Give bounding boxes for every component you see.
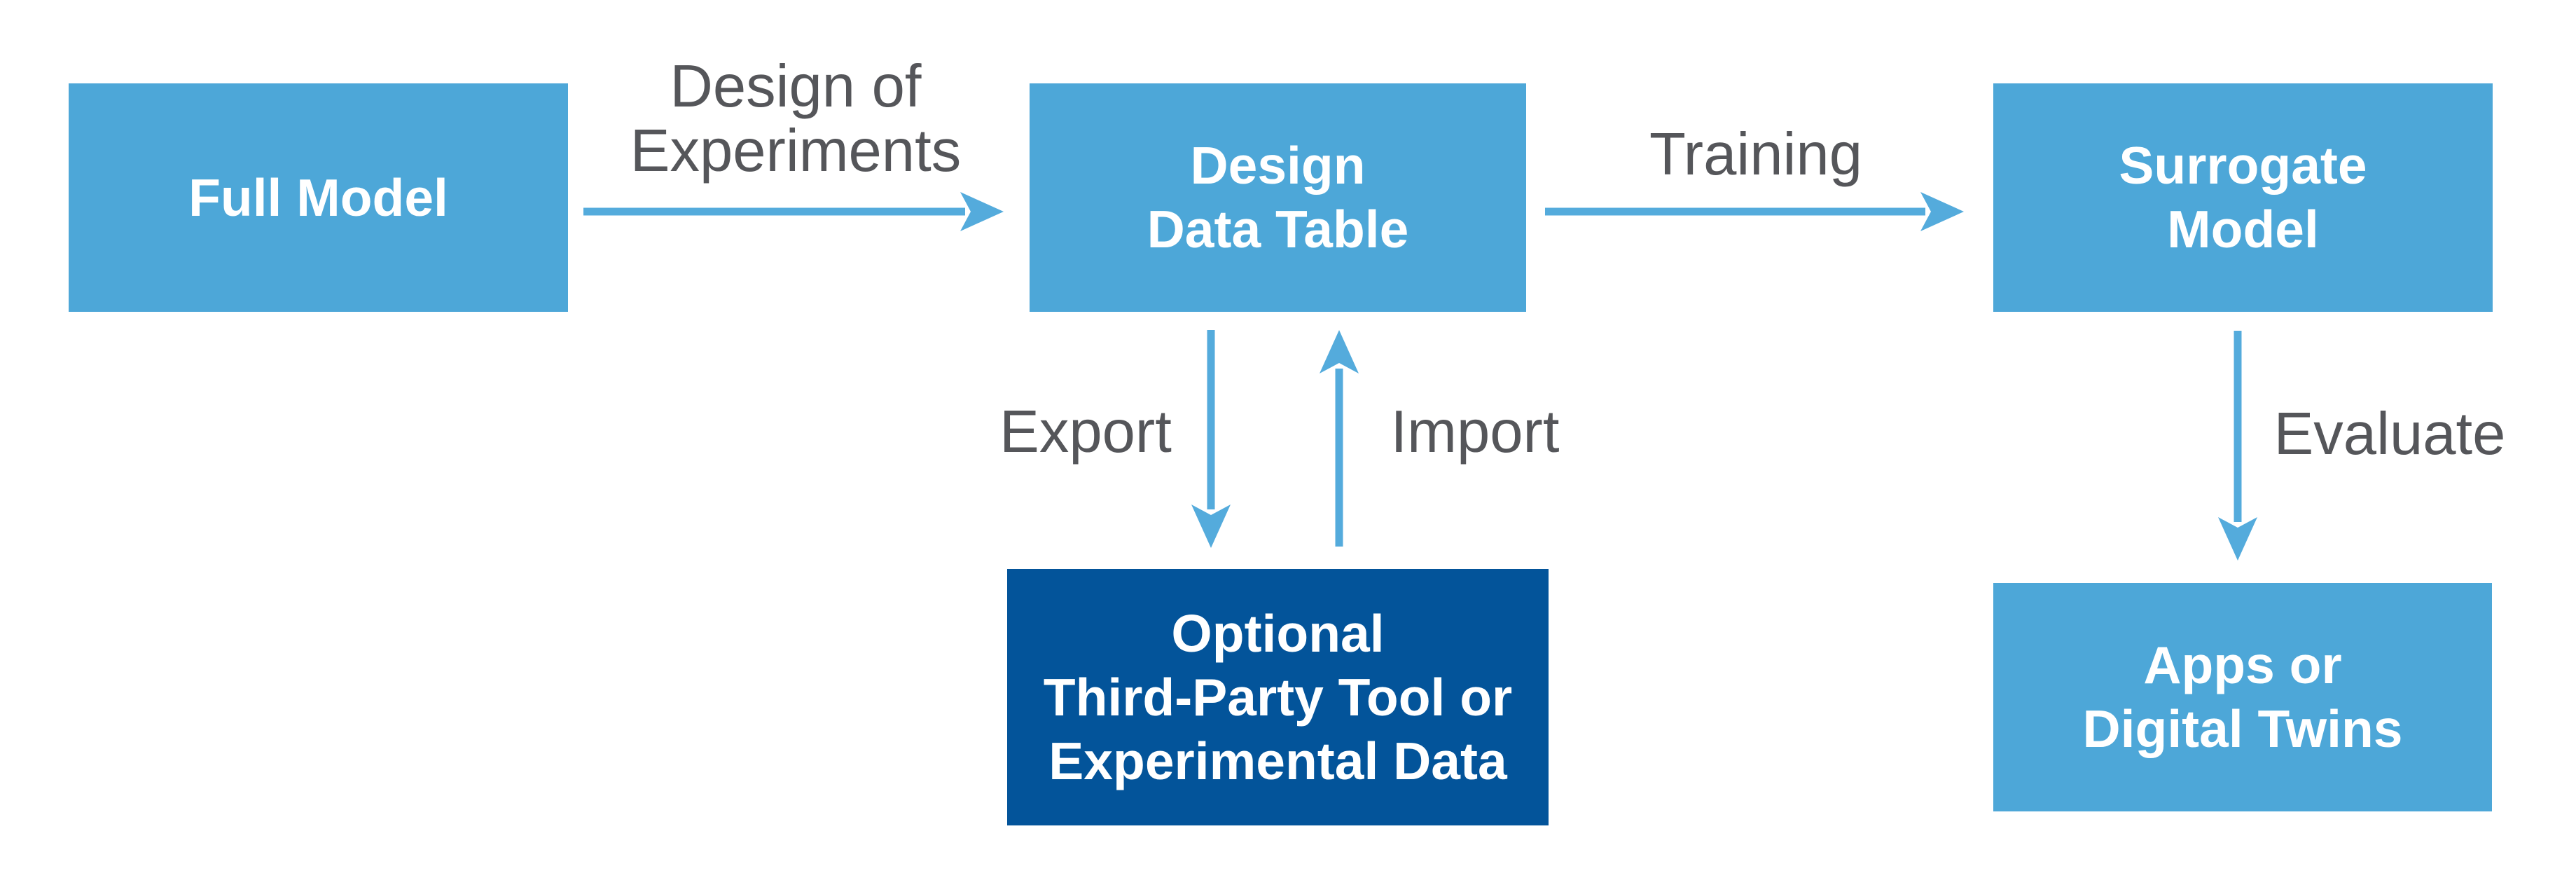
evaluate-label: Evaluate [2273,401,2506,467]
design-of-experiments-arrow [583,192,1004,231]
third-party-tool-box: Optional Third-Party Tool or Experimenta… [1007,569,1549,825]
import-arrow [1320,330,1359,547]
apps-label-line1: Apps or [2143,636,2342,694]
full-model-box: Full Model [69,83,568,312]
design-of-experiments-label: Design of Experiments [630,53,962,184]
design-data-table-label-line1: Design [1190,136,1366,195]
surrogate-model-box: Surrogate Model [1993,83,2493,312]
evaluate-arrow [2218,331,2257,561]
apps-digital-twins-box: Apps or Digital Twins [1993,583,2492,811]
third-party-label-line1: Optional [1171,603,1385,663]
surrogate-model-label-line2: Model [2167,200,2319,259]
design-data-table-box: Design Data Table [1030,83,1526,312]
training-arrow [1545,192,1964,231]
full-model-label: Full Model [188,167,448,227]
export-label: Export [999,399,1172,465]
surrogate-model-label-line1: Surrogate [2119,136,2367,195]
training-label: Training [1649,121,1862,188]
design-data-table-label-line2: Data Table [1147,200,1409,259]
apps-label-line2: Digital Twins [2082,699,2403,758]
import-label: Import [1390,399,1560,465]
third-party-label-line3: Experimental Data [1048,731,1507,790]
export-arrow [1191,330,1231,548]
third-party-label-line2: Third-Party Tool or [1043,667,1513,727]
